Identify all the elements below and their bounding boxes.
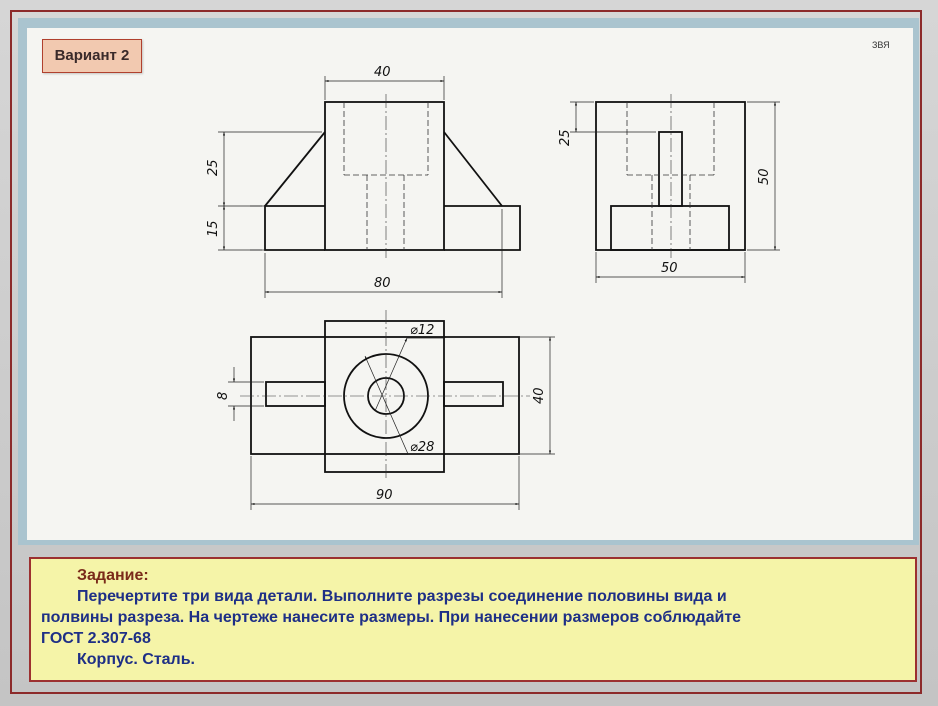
dim-front-lower-height: 15 <box>206 220 221 237</box>
top-left-rib <box>265 381 326 407</box>
dim-top-total-width: 90 <box>376 488 393 503</box>
variant-badge: Вариант 2 <box>42 39 142 73</box>
dim-side-width: 50 <box>661 261 678 276</box>
top-view: ⌀12 ⌀28 8 40 90 <box>216 310 555 510</box>
front-central-block <box>324 101 445 251</box>
side-rib <box>658 131 683 207</box>
outer-border <box>10 10 922 694</box>
front-right-rib <box>443 131 503 207</box>
author-mark: ЗВЯ <box>872 40 890 50</box>
side-base <box>610 205 730 251</box>
dim-side-total-height: 50 <box>757 168 772 185</box>
dim-front-top-width: 40 <box>374 65 391 80</box>
dim-top-outer-diameter: ⌀28 <box>410 440 434 455</box>
task-text-line-3: ГОСТ 2.307-68 <box>41 630 151 647</box>
dim-top-rib-width: 8 <box>216 392 231 400</box>
dim-top-inner-diameter: ⌀12 <box>410 323 434 338</box>
front-base-right <box>444 205 521 251</box>
dim-top-depth: 40 <box>532 387 547 404</box>
front-view: 40 25 15 80 <box>206 65 521 298</box>
top-base-outline <box>250 336 520 455</box>
task-text-line-1: Перечертите три вида детали. Выполните р… <box>77 588 727 605</box>
dim-front-upper-height: 25 <box>206 159 221 176</box>
dim-front-total-width: 80 <box>374 276 391 291</box>
front-left-rib <box>264 131 326 207</box>
task-text-line-4: Корпус. Сталь. <box>77 651 195 668</box>
dim-side-upper-height: 25 <box>558 129 573 146</box>
top-right-rib <box>443 381 504 407</box>
task-title: Задание: <box>77 567 149 584</box>
front-base-left <box>264 205 325 251</box>
side-outline <box>595 101 746 251</box>
task-panel: Задание: Перечертите три вида детали. Вы… <box>29 557 917 682</box>
side-view: 25 50 50 <box>558 94 780 283</box>
task-text-line-2: полвины разреза. На чертеже нанесите раз… <box>41 609 742 626</box>
